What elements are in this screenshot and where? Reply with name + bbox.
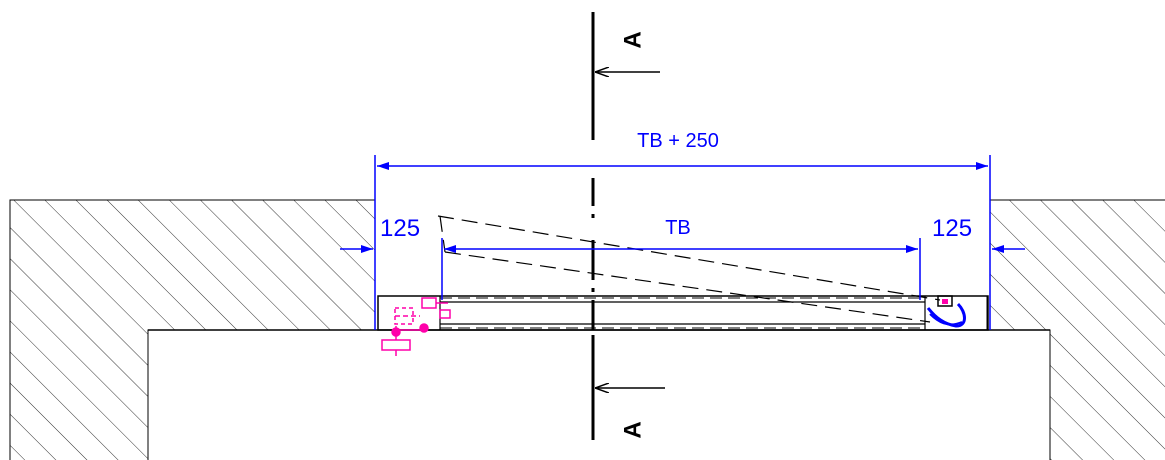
dimension-right-offset-label: 125 — [932, 215, 972, 242]
section-label-top: A — [619, 31, 646, 48]
door-leaf — [377, 295, 989, 331]
dimension-overall — [374, 155, 991, 330]
section-label-bottom: A — [619, 421, 646, 438]
lock-hardware-icon — [381, 297, 451, 356]
dimension-clear-width-label: TB — [665, 217, 691, 239]
dimension-overall-label: TB + 250 — [637, 130, 719, 152]
dimension-left-offset-label: 125 — [380, 215, 420, 242]
hinge-icon — [926, 295, 966, 328]
dimension-clear-width — [340, 238, 1025, 300]
